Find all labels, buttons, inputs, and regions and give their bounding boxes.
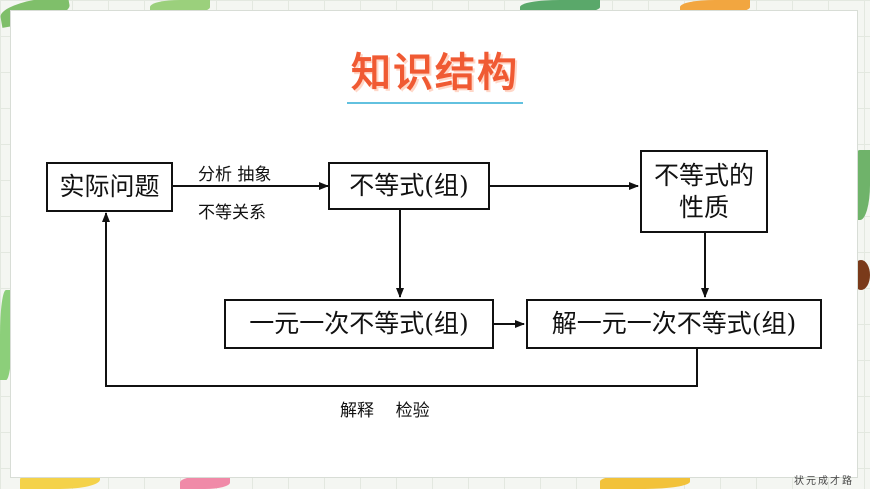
node-label: 解一元一次不等式(组)	[551, 309, 797, 339]
decorative-leaf	[0, 290, 12, 380]
node-real-problem: 实际问题	[46, 162, 173, 212]
node-linear-inequality: 一元一次不等式(组)	[224, 299, 494, 349]
edge-label-analyze: 分析 抽象	[198, 165, 272, 185]
signature: 状元成才路	[794, 476, 854, 487]
arrow-solve-to-problem	[102, 212, 698, 387]
node-label: 实际问题	[59, 172, 160, 202]
decorative-leaf	[180, 476, 230, 489]
title-container: 知识结构	[0, 40, 870, 104]
edge-label-relation: 不等关系	[198, 203, 266, 223]
content-panel	[10, 10, 858, 478]
node-label: 不等式(组)	[349, 171, 469, 201]
node-inequality-group: 不等式(组)	[328, 162, 490, 210]
node-properties: 不等式的 性质	[640, 150, 768, 233]
node-label: 不等式的 性质	[653, 161, 754, 222]
node-label: 一元一次不等式(组)	[249, 309, 469, 339]
node-solve-linear-inequality: 解一元一次不等式(组)	[526, 299, 822, 349]
edge-label-explain: 解释 检验	[340, 401, 430, 421]
page-title: 知识结构	[347, 40, 523, 104]
